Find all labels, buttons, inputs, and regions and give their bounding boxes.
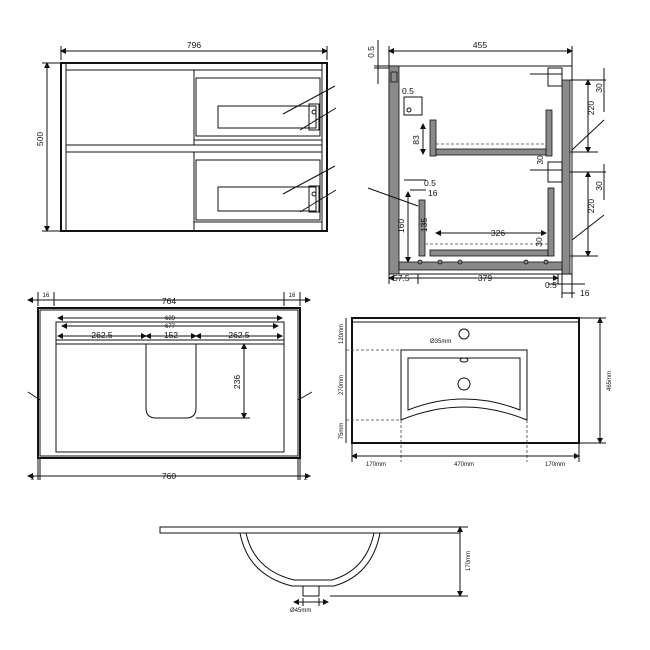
basin-bowl-height-label: 270mm <box>339 375 345 395</box>
side-bottom-mid-label: 379 <box>478 273 492 283</box>
side-lower-height-label: 220 <box>586 199 596 213</box>
top-cut-depth-label: 236 <box>232 375 242 389</box>
tap-hole-icon <box>458 328 470 340</box>
side-lower-inner-label: 135 <box>419 218 429 232</box>
basin-section-height-label: 170mm <box>466 551 472 571</box>
side-upper-offset-label: 30 <box>594 83 604 93</box>
tap-hole-label: Ø35mm <box>430 339 451 345</box>
top-left-cut-label: 262.5 <box>91 330 113 340</box>
side-lower-panel-label: 160 <box>396 219 406 233</box>
top-bottom-total-label: 760 <box>162 471 176 481</box>
side-upper-panel-label: 83 <box>411 135 421 145</box>
basin-plan: Ø35mm 465mm 120mm 270mm 75mm 170mm 470mm… <box>339 317 613 468</box>
side-section: 455 0.5 <box>366 40 606 298</box>
basin-bowl-width-label: 470mm <box>454 462 474 468</box>
front-width-label: 796 <box>187 40 201 50</box>
basin-section-bowl <box>239 532 381 587</box>
top-right-side-label: 16 <box>289 293 296 299</box>
side-lower-gap-label: 0.5 <box>424 178 436 188</box>
basin-section: Ø45mm 170mm <box>159 526 472 614</box>
overflow-icon <box>459 357 469 363</box>
top-overall-label: 764 <box>162 296 176 306</box>
basin-right-margin-label: 170mm <box>545 462 565 468</box>
waste-hole-icon <box>457 377 471 391</box>
top-left-side-label: 16 <box>43 293 50 299</box>
front-view: 796 500 <box>35 40 337 232</box>
side-lower-panel-top-label: 16 <box>428 188 438 198</box>
front-panel-section <box>388 65 400 275</box>
top-right-cut-label: 262.5 <box>228 330 250 340</box>
front-height-label: 500 <box>35 132 45 146</box>
waste-outlet <box>302 585 320 597</box>
basin-section-top <box>159 526 461 534</box>
side-upper-rail-label: 30 <box>535 155 545 165</box>
basin-left-margin-label: 170mm <box>366 462 386 468</box>
side-drawer-depth-label: 326 <box>491 228 505 238</box>
side-bottom-left-label: 57.5 <box>393 273 410 283</box>
top-bottom-right-label: 2 <box>304 476 308 482</box>
side-bottom-right-label: 16 <box>580 288 590 298</box>
waste-diameter-label: Ø45mm <box>290 608 311 614</box>
basin-depth-label: 465mm <box>607 371 613 391</box>
side-lower-offset-label: 30 <box>594 181 604 191</box>
basin-top-margin-label: 120mm <box>339 324 345 344</box>
top-inner-677-label: 677 <box>165 324 176 330</box>
top-view: 16 764 16 689 677 262.5 152 262.5 236 2 … <box>27 292 313 482</box>
upper-drawer-front <box>65 69 195 146</box>
side-upper-height-label: 220 <box>586 101 596 115</box>
top-mid-cut-label: 152 <box>164 330 178 340</box>
basin-bowl-outline <box>400 349 528 421</box>
top-view-outline <box>37 307 301 459</box>
side-inner-gap-label: 0.5 <box>402 86 414 96</box>
side-drawer-rail-label: 30 <box>534 237 544 247</box>
lower-drawer-front <box>65 151 195 232</box>
side-depth-label: 455 <box>473 40 487 50</box>
back-panel-section <box>561 79 571 275</box>
side-top-gap-label: 0.5 <box>366 46 376 58</box>
side-bottom-gap-label: 0.5 <box>545 280 557 290</box>
basin-plan-outline <box>351 317 580 444</box>
basin-bottom-margin-label: 75mm <box>339 423 345 440</box>
top-inner-689-label: 689 <box>165 316 176 322</box>
top-bottom-left-label: 2 <box>31 476 35 482</box>
